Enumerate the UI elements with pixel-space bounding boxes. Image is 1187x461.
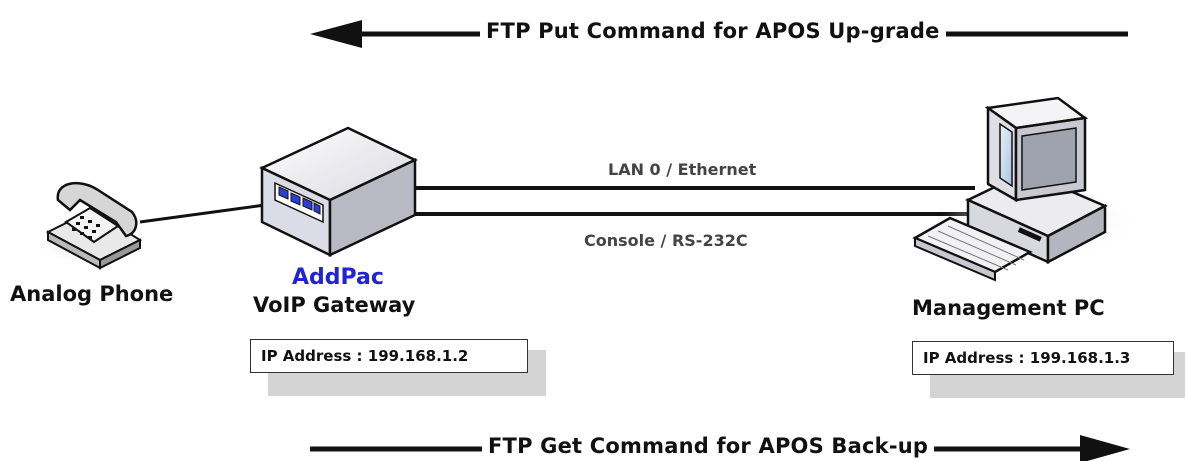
gateway-label: VoIP Gateway	[253, 293, 416, 317]
lan-link-label: LAN 0 / Ethernet	[608, 160, 757, 179]
pc-ip-box: IP Address : 199.168.1.3	[912, 341, 1174, 375]
gateway-brand: AddPac	[292, 265, 384, 290]
console-link-label: Console / RS-232C	[584, 231, 748, 250]
phone-label: Analog Phone	[10, 282, 174, 306]
top-arrow-label: FTP Put Command for APOS Up-grade	[480, 19, 946, 43]
pc-label: Management PC	[912, 296, 1105, 320]
gateway-ip-box: IP Address : 199.168.1.2	[250, 339, 528, 373]
gateway-device-icon	[259, 126, 418, 257]
phone-cable	[139, 203, 266, 224]
bottom-arrow-label: FTP Get Command for APOS Back-up	[482, 434, 935, 458]
telephone-icon	[37, 182, 153, 270]
desktop-computer-icon	[912, 96, 1140, 282]
